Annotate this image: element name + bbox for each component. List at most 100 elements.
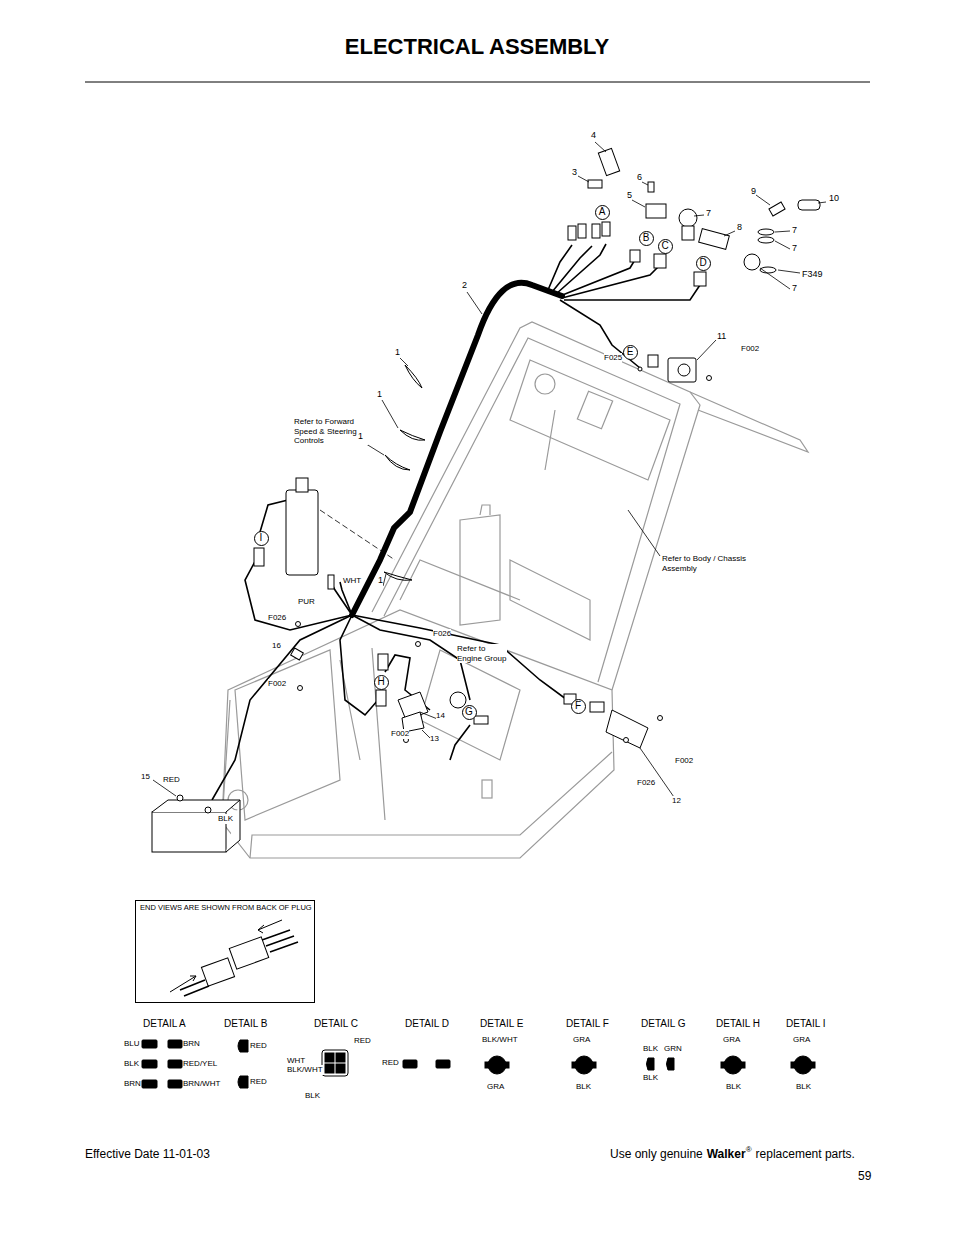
leader-line (818, 202, 826, 203)
inset-picture (180, 930, 298, 996)
rule-line (85, 82, 870, 83)
detail-letter: E (627, 347, 634, 357)
chassis-outline (510, 360, 670, 480)
detail-letter: G (465, 707, 473, 717)
plug-end-view (238, 1076, 248, 1088)
wire-color: BRN/WHT (183, 1079, 220, 1088)
plug-end-view (238, 1040, 248, 1052)
callout-number: F025 (604, 353, 622, 362)
connector-part (416, 642, 421, 647)
connector-part (296, 478, 308, 492)
connector-part (744, 254, 760, 270)
connector-part (205, 807, 211, 813)
chassis-outline (250, 752, 612, 858)
footer-text: Walker (707, 1148, 746, 1162)
inset-note: END VIEWS ARE SHOWN FROM BACK OF PLUG (136, 901, 314, 914)
connector-part (286, 490, 318, 575)
callout-number: F002 (675, 756, 693, 765)
detail-letter: C (661, 241, 668, 251)
wire-tie (384, 365, 425, 580)
plug-end-view (572, 1062, 596, 1068)
detail-callout-circle: A (595, 205, 610, 220)
callout-number: PUR (298, 597, 315, 606)
leader-line (775, 241, 790, 249)
footer-text: ® (746, 1145, 752, 1154)
leader-line (632, 200, 645, 207)
plug-end-view (142, 1080, 157, 1088)
connector-part (588, 180, 602, 188)
wire-color: GRA (723, 1035, 740, 1044)
chassis-outline (480, 505, 490, 515)
plug-end-view (485, 1062, 509, 1068)
detail-heading: DETAIL B (224, 1018, 267, 1030)
plug-end-view (336, 1053, 345, 1062)
leader-line (153, 142, 826, 800)
callout-number: 7 (706, 208, 711, 218)
connector-part (679, 209, 697, 227)
chassis-outline (690, 392, 808, 452)
plug-end-view (436, 1060, 450, 1068)
harness-wire (212, 244, 700, 800)
leader-line (628, 510, 660, 556)
plug-end-view (647, 1058, 655, 1070)
circle-outline (595, 205, 609, 219)
chassis-outline (510, 560, 590, 640)
leader-line (642, 182, 648, 185)
callout-number: BLK (218, 814, 233, 823)
chassis-outline (340, 648, 385, 820)
leader-line (756, 195, 770, 205)
callout-number: 1 (395, 347, 400, 357)
detail-callout-circle: G (462, 705, 477, 720)
connector-part (699, 229, 730, 250)
detail-callout-circle: D (696, 256, 711, 271)
connector-part (602, 222, 610, 236)
callout-number: 16 (272, 641, 281, 650)
connector-part (758, 229, 774, 235)
plug-end-view (325, 1064, 334, 1073)
connector-part (758, 237, 774, 243)
plug-end-view (142, 1040, 815, 1088)
footer-text: replacement parts. (756, 1148, 855, 1162)
detail-callout-circle: I (254, 531, 269, 546)
connector-part (646, 204, 666, 218)
connector-part (590, 702, 604, 712)
detail-heading: DETAIL G (641, 1018, 685, 1030)
wire-color: BLK (124, 1059, 139, 1068)
leader-line (400, 358, 408, 366)
harness-trunk (352, 283, 562, 615)
circle-outline (658, 239, 672, 253)
plug-end-view (142, 1040, 157, 1048)
harness-wire (352, 615, 570, 702)
leader-line (760, 268, 790, 289)
plug-end-view (336, 1064, 345, 1073)
footer-text: 59 (858, 1170, 871, 1184)
leader-line (724, 231, 735, 236)
detail-heading: DETAIL A (143, 1018, 186, 1030)
plug-end-view (142, 1060, 157, 1068)
chassis-outline (420, 650, 520, 760)
circle-outline (639, 231, 653, 245)
connector-part (769, 202, 785, 216)
harness-wire (212, 615, 352, 800)
callout-number: 13 (430, 734, 439, 743)
leader-line (320, 510, 395, 560)
connector-part (682, 226, 694, 240)
detail-callout-circle: B (639, 231, 654, 246)
callout-number: 15 (141, 772, 150, 781)
connector-part (298, 686, 303, 691)
inset-picture (170, 920, 298, 996)
chassis-outline (577, 391, 612, 429)
inset-box: END VIEWS ARE SHOWN FROM BACK OF PLUG (135, 900, 315, 1003)
connector-part (678, 364, 690, 376)
detail-heading: DETAIL I (786, 1018, 825, 1030)
connector-part (328, 575, 334, 589)
callout-number: 11 (717, 331, 726, 341)
detail-heading: DETAIL F (566, 1018, 609, 1030)
chassis-outline (482, 780, 492, 798)
wire-color: GRA (487, 1082, 504, 1091)
wire-color: BLK (576, 1082, 591, 1091)
circle-outline (462, 705, 476, 719)
inset-picture (170, 976, 196, 992)
connector-part (658, 716, 663, 721)
